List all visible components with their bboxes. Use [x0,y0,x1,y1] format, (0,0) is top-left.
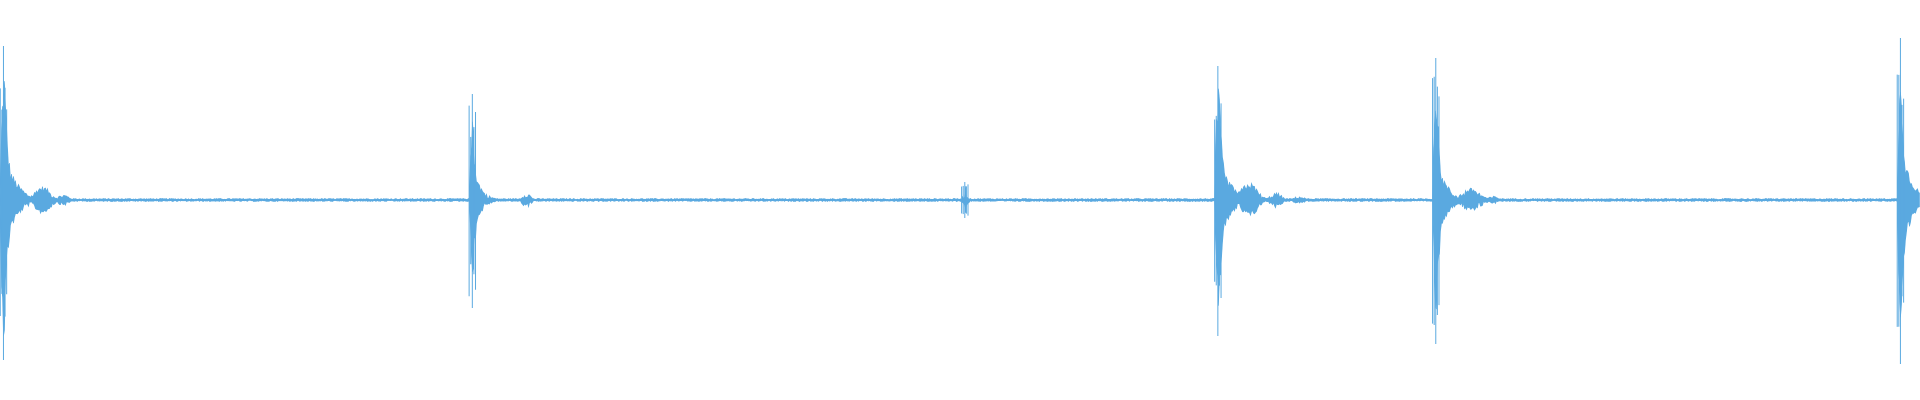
waveform-trace [0,38,1920,364]
